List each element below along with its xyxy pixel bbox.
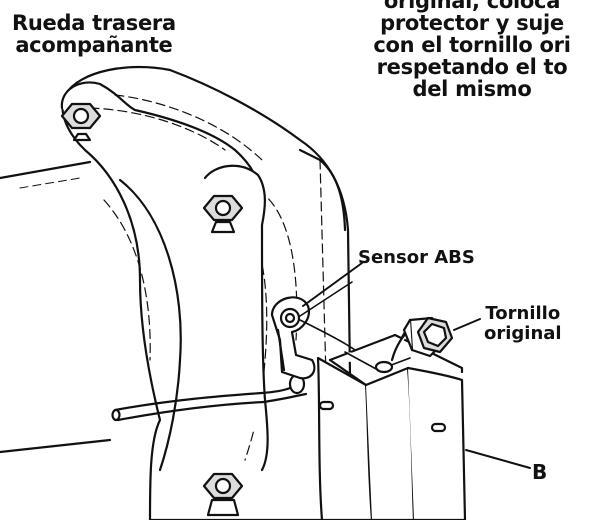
hub-bolt-bottom (202, 472, 244, 517)
wheel-hub (60, 65, 354, 520)
original-bolt-label: Tornillo original (484, 304, 562, 344)
installation-note-line2: protector y suje (380, 11, 564, 35)
hub-bolt-middle (202, 194, 244, 234)
original-bolt-label-line1: Tornillo (485, 303, 561, 324)
original-bolt-icon (402, 316, 454, 358)
abs-sensor-label: Sensor ABS (358, 247, 475, 268)
leader-lines (302, 262, 531, 469)
hub-bolt-top (60, 102, 102, 142)
installation-note: original, coloca protector y suje con el… (322, 0, 589, 100)
installation-note-line1: original, coloca (383, 0, 561, 13)
installation-note-line4: respetando el to (376, 55, 568, 79)
axle-tube (0, 160, 112, 454)
sensor-cable (111, 373, 308, 422)
part-b-label: B (532, 460, 548, 484)
original-bolt-label-line2: original (484, 323, 562, 344)
installation-note-line3: con el tornillo ori (373, 33, 571, 57)
rear-wheel-label-line1: Rueda trasera (12, 11, 176, 35)
installation-note-line5: del mismo (412, 77, 532, 101)
rear-wheel-label-line2: acompañante (15, 33, 173, 57)
protector-b (316, 328, 467, 520)
abs-sensor-bracket (270, 296, 316, 380)
rear-wheel-label: Rueda trasera acompañante (12, 12, 176, 56)
